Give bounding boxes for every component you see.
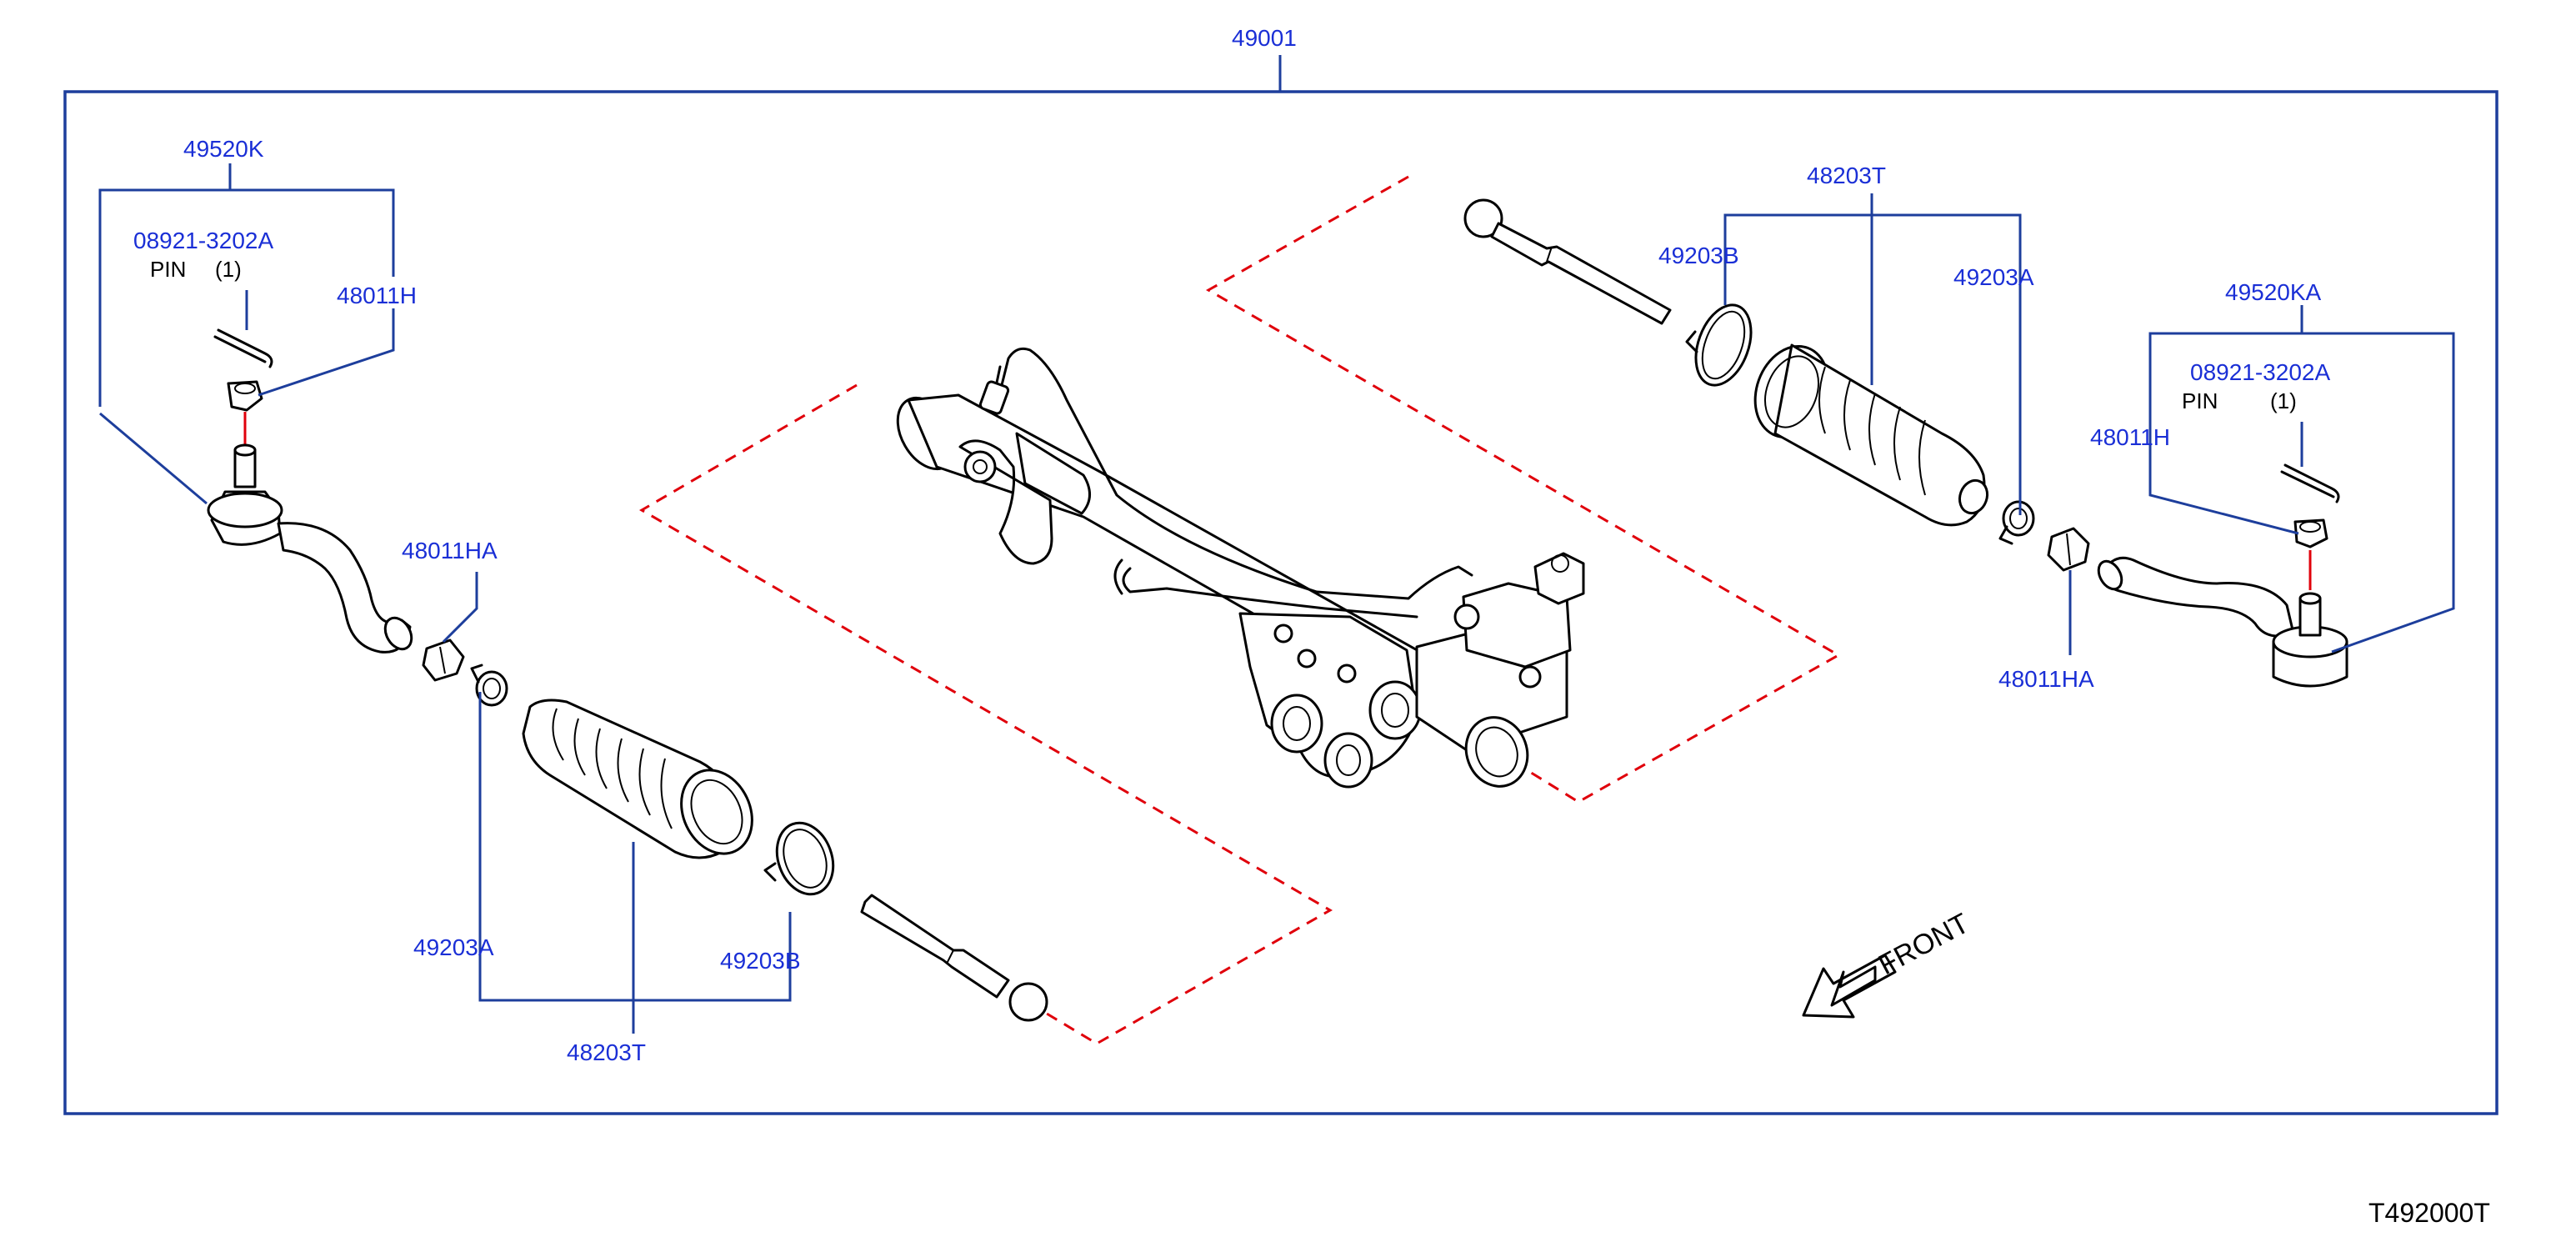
front-arrow-outline [1802, 954, 1897, 1019]
front-label: FRONT [1873, 908, 1974, 982]
left-locknut-leader [442, 572, 478, 644]
right-clamp-b-callout[interactable]: 49203B [1658, 243, 1739, 268]
right-tie-rod-end[interactable] [2094, 556, 2348, 688]
left-tre-pointer [99, 412, 208, 505]
left-small-clamp[interactable] [470, 664, 508, 707]
left-clamp-a-callout[interactable]: 49203A [413, 934, 494, 960]
right-lock-nut-callout[interactable]: 48011HA [1998, 666, 2094, 692]
left-large-clamp[interactable] [763, 815, 843, 903]
left-inner-rod-dashed-guide [639, 383, 1333, 1045]
left-pin-text: PIN [150, 257, 186, 282]
left-tie-rod-end[interactable] [207, 443, 417, 654]
right-boot-kit-callout[interactable]: 48203T [1807, 163, 1886, 188]
hydraulic-lines[interactable] [978, 347, 1473, 618]
left-castle-nut[interactable] [227, 380, 263, 412]
right-small-clamp[interactable] [1998, 500, 2035, 545]
right-lock-nut[interactable] [2047, 527, 2090, 572]
right-clamp-a-callout[interactable]: 49203A [1953, 264, 2034, 290]
right-inner-tie-rod[interactable] [1463, 198, 1672, 325]
right-pin-qty: (1) [2270, 388, 2297, 413]
steering-rack-housing[interactable] [886, 388, 1585, 795]
left-pin-qty: (1) [215, 257, 242, 282]
right-nut-leader [2148, 467, 2299, 535]
right-rubber-boot[interactable] [1743, 336, 1991, 527]
left-rubber-boot[interactable] [522, 699, 765, 865]
left-tre-bracket [98, 188, 395, 407]
right-inner-rod-dashed-guide [1205, 175, 1842, 804]
front-direction-indicator: FRONT [1802, 908, 1974, 1019]
left-clamp-b-callout[interactable]: 49203B [720, 948, 801, 974]
right-pin-part-callout[interactable]: 08921-3202A [2190, 359, 2330, 385]
assembly-callout[interactable]: 49001 [1232, 25, 1297, 51]
right-large-clamp[interactable] [1685, 298, 1762, 393]
right-castle-nut[interactable] [2293, 518, 2328, 548]
right-tie-rod-end-callout[interactable]: 49520KA [2225, 279, 2322, 305]
left-nut-leader [258, 308, 395, 397]
left-lock-nut-callout[interactable]: 48011HA [402, 538, 498, 563]
right-pin-text: PIN [2182, 388, 2218, 413]
left-pin-part-callout[interactable]: 08921-3202A [133, 228, 273, 253]
left-tie-rod-end-callout[interactable]: 49520K [183, 136, 264, 162]
right-cotter-pin[interactable] [2280, 463, 2340, 503]
right-tre-bracket [2148, 332, 2455, 654]
left-lock-nut[interactable] [422, 639, 465, 682]
left-boot-kit-callout[interactable]: 48203T [567, 1039, 646, 1065]
right-nut-callout[interactable]: 48011H [2090, 424, 2170, 450]
left-cotter-pin[interactable] [213, 328, 273, 368]
left-clamp-a-leader [478, 692, 792, 1002]
diagram-code: T492000T [2368, 1198, 2490, 1228]
left-inner-tie-rod[interactable] [860, 894, 1048, 1022]
left-nut-callout[interactable]: 48011H [337, 283, 417, 308]
